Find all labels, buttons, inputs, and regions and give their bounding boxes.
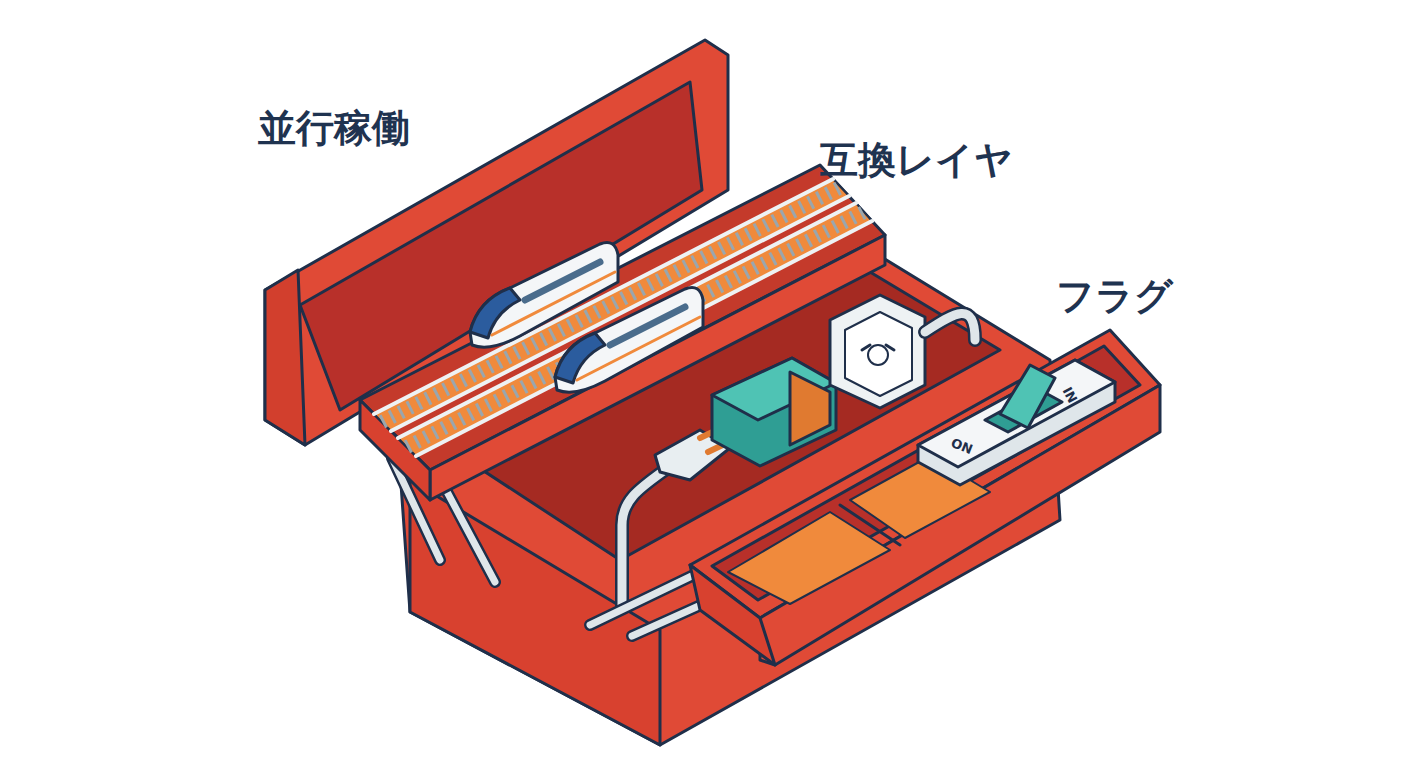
section-label: 並行稼働 (258, 108, 410, 150)
section-label: フラグ (1056, 276, 1173, 318)
section-label: 互換レイヤ (820, 140, 1013, 182)
